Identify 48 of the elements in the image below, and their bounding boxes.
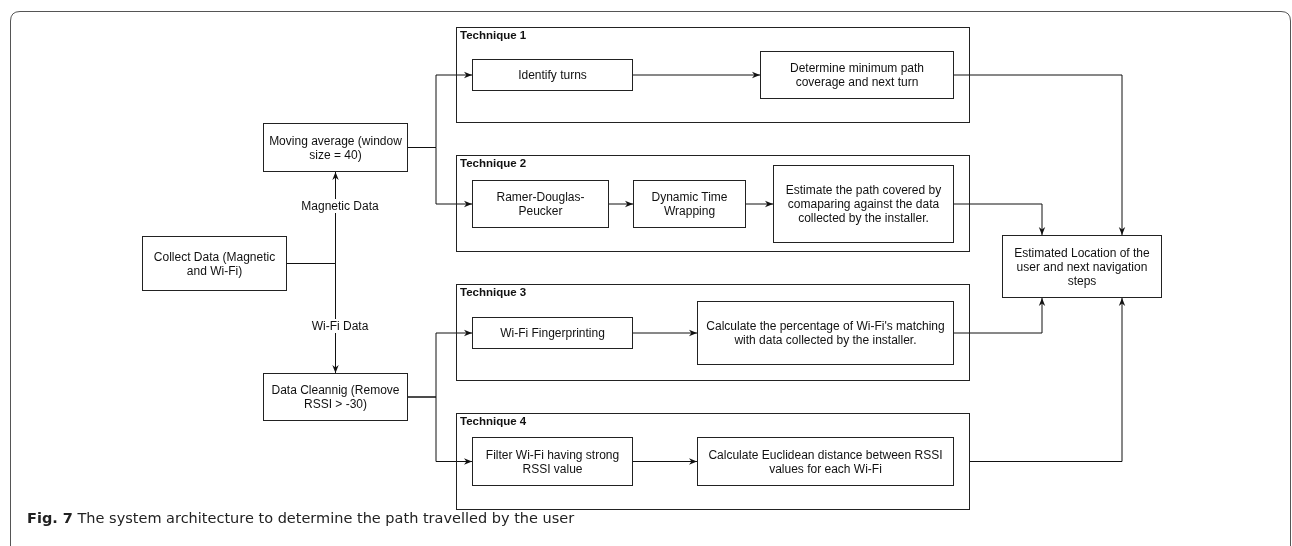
box-text: Moving average (window size = 40) [268,133,403,162]
box-text: Estimated Location of the user and next navigation steps [1013,245,1151,288]
process-box [697,437,954,486]
box-text: Determine minimum path coverage and next turn [788,61,925,89]
box-text: Identify turns [518,68,587,82]
box-text: Dynamic Time Wrapping [650,190,729,218]
panel-heading: Technique 1 [460,29,527,42]
edge-label: Wi-Fi Data [309,319,371,333]
process-box [472,437,633,486]
technique-panel [456,284,970,381]
panel-heading: Technique 3 [460,286,527,299]
technique-panel [456,27,970,123]
arrow [632,329,698,337]
process-box [1002,235,1162,298]
process-box [760,51,954,99]
panel-heading: Technique 2 [460,157,527,170]
arrow [745,200,774,208]
arrow [608,200,634,208]
arrow [407,396,473,465]
process-box [263,373,408,421]
arrow [632,458,698,465]
box-text: Collect Data (Magnetic and Wi-Fi) [152,249,277,278]
technique-panel [456,413,970,510]
figure-caption: Fig. 7 The system architecture to determine the path travelled by the user [27,510,575,526]
arrow [953,74,1126,236]
box-text: Filter Wi-Fi having strong RSSI value [484,447,621,476]
arrow [953,203,1046,236]
box-text: Calculate the percentage of Wi-Fi's matching with data collected by the installer. [705,319,946,347]
process-box [472,180,609,228]
box-text: Ramer-Douglas-Peucker [495,190,586,218]
box-text: Estimate the path covered by comaparing against the data collected by the installer. [784,183,943,225]
box-text: Calculate Euclidean distance between RSSI values for each Wi-Fi [707,447,944,476]
process-box [472,59,633,91]
edge-label: Magnetic Data [299,199,381,213]
arrow [953,297,1046,334]
process-box [263,123,408,172]
panel-heading: Technique 4 [460,415,527,428]
box-text: Data Cleannig (Remove RSSI > -30) [270,383,401,411]
process-box [142,236,287,291]
arrow [286,263,339,374]
arrow [969,297,1126,462]
process-box [697,301,954,365]
arrow [632,71,761,79]
technique-panel [456,155,970,252]
process-box [472,317,633,349]
process-box [773,165,954,243]
box-text: Wi-Fi Fingerprinting [500,326,605,340]
process-box [633,180,746,228]
